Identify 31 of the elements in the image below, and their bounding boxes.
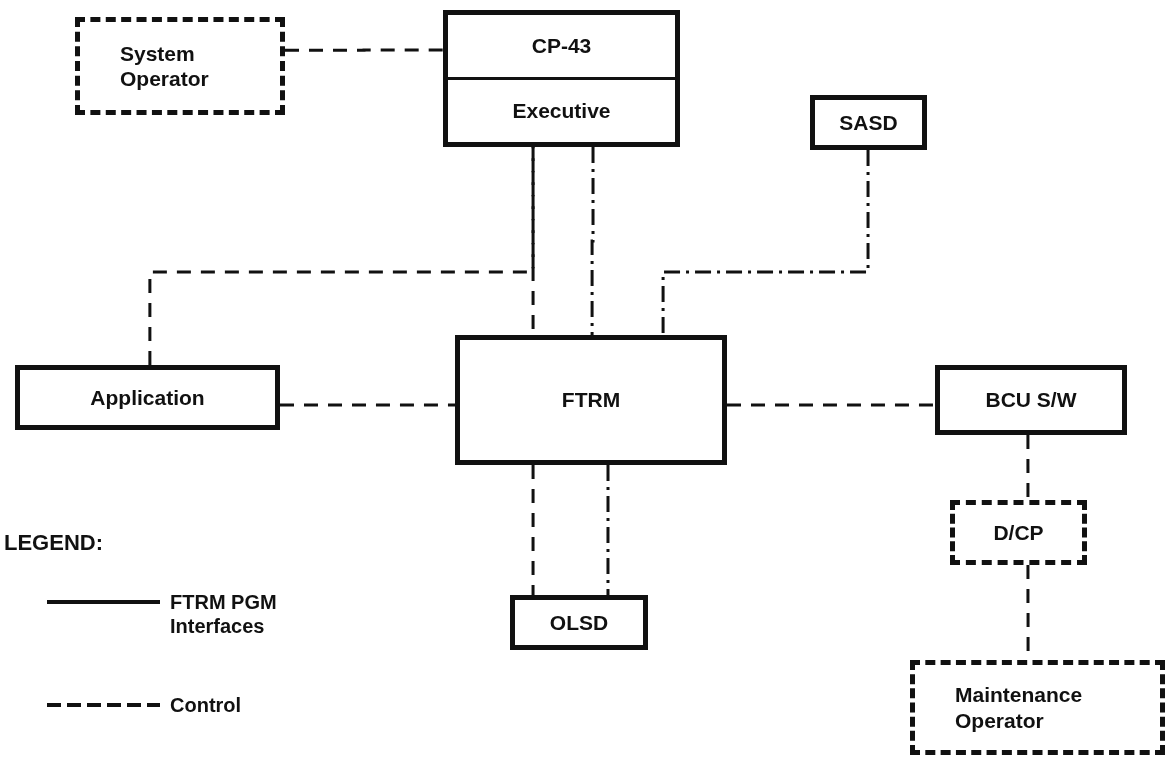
process-box	[510, 595, 648, 650]
node-label: SASD	[839, 109, 898, 136]
connector-line	[606, 465, 610, 595]
node-label: CP-43	[531, 33, 592, 59]
node-label: System Operator	[120, 40, 210, 92]
node-label: OLSD	[549, 609, 609, 636]
process-box	[15, 365, 280, 430]
connector-line	[531, 465, 535, 595]
process-box	[443, 10, 680, 147]
connector-line	[727, 403, 935, 407]
dashed-box	[950, 500, 1087, 565]
process-box	[455, 335, 727, 465]
connector-line	[148, 147, 535, 365]
node-label: Application	[90, 384, 205, 411]
dashed-box	[910, 660, 1165, 755]
legend-label: Control	[170, 693, 243, 717]
node-label: D/CP	[993, 519, 1044, 546]
process-box	[810, 95, 927, 150]
connector-line	[280, 403, 455, 407]
dashed-box	[75, 17, 285, 115]
connector-line	[285, 48, 443, 52]
node-label: Maintenance Operator	[955, 682, 1084, 733]
connector-line	[590, 147, 595, 335]
connector-line	[1026, 435, 1030, 500]
node-label: Executive	[512, 98, 611, 124]
legend-label: FTRM PGM Interfaces	[170, 590, 278, 638]
process-box	[935, 365, 1127, 435]
legend-heading: LEGEND:	[4, 530, 103, 556]
connector-line	[661, 150, 870, 335]
node-label: BCU S/W	[985, 387, 1077, 413]
node-label: FTRM	[561, 387, 621, 413]
